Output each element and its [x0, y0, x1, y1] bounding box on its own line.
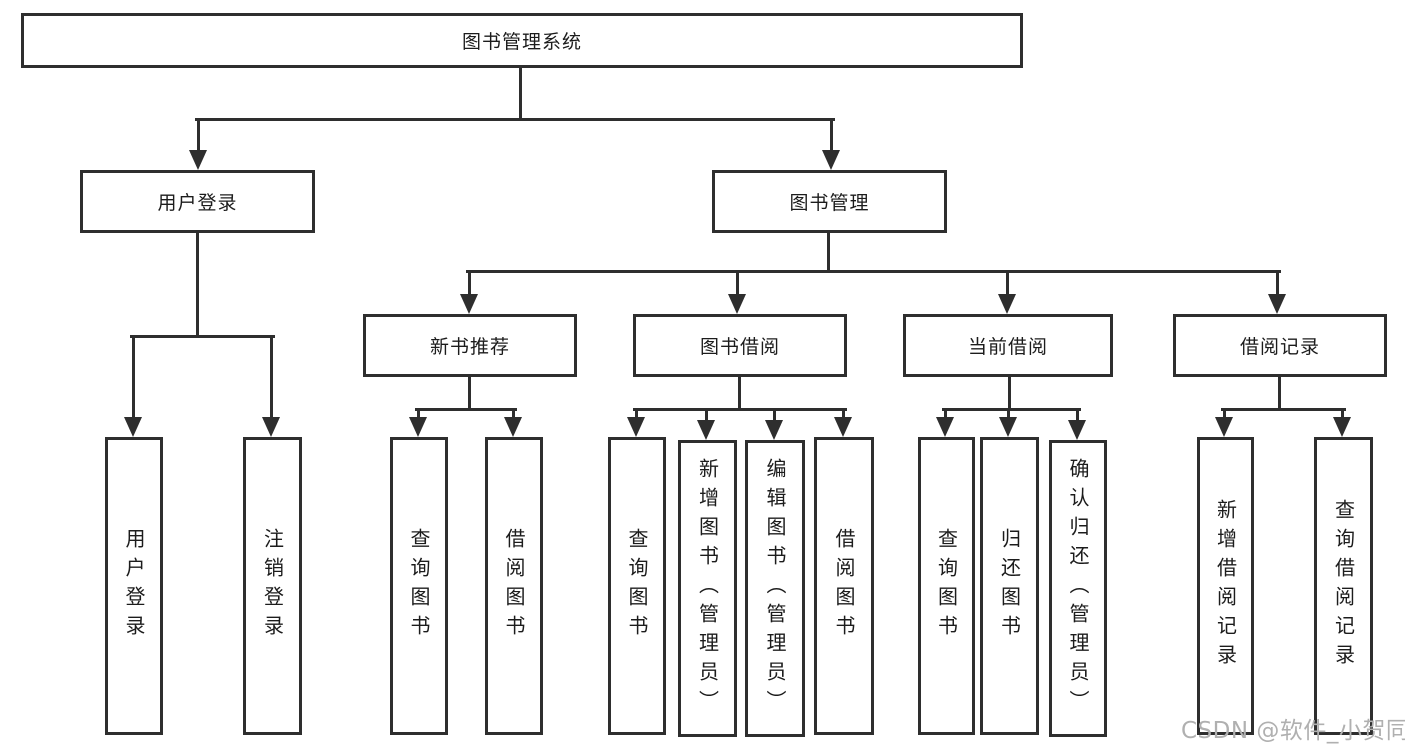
connector-vline	[196, 233, 199, 337]
leaf-query-books-borrowing: 查询图书	[608, 437, 666, 735]
leaf-logout: 注销登录	[243, 437, 302, 735]
leaf-return-books: 归还图书	[980, 437, 1039, 735]
arrow-stem	[1007, 408, 1010, 419]
connector-hline	[195, 118, 835, 121]
node-label: 当前借阅	[967, 336, 1048, 358]
connector-hline	[415, 408, 517, 411]
arrow-stem	[1341, 408, 1344, 419]
arrowhead-down-icon	[262, 417, 280, 437]
node-label: 借阅图书	[502, 528, 526, 644]
leaf-edit-books-admin: 编辑图书（管理员）	[745, 440, 805, 737]
node-label: 图书借阅	[699, 336, 780, 358]
node-label: 查询图书	[934, 528, 959, 644]
arrow-stem	[635, 408, 638, 419]
arrow-stem	[1076, 408, 1079, 422]
leaf-query-borrow-record: 查询借阅记录	[1314, 437, 1373, 735]
arrow-stem	[830, 118, 833, 152]
leaf-borrow-books: 借阅图书	[814, 437, 874, 735]
node-label: 图书管理	[789, 192, 870, 214]
connector-hline	[1221, 408, 1346, 411]
leaf-add-books-admin: 新增图书（管理员）	[678, 440, 737, 737]
leaf-add-borrow-record: 新增借阅记录	[1197, 437, 1254, 735]
arrow-stem	[1223, 408, 1226, 419]
connector-hline	[466, 270, 1281, 273]
leaf-user-login: 用户登录	[105, 437, 163, 735]
arrow-stem	[944, 408, 947, 419]
node-label: 查询图书	[625, 528, 649, 644]
arrowhead-down-icon	[124, 417, 142, 437]
leaf-query-books-current: 查询图书	[918, 437, 975, 735]
arrowhead-down-icon	[409, 417, 427, 437]
arrowhead-down-icon	[1068, 420, 1086, 440]
node-label: 新增借阅记录	[1213, 499, 1238, 673]
arrowhead-down-icon	[1215, 417, 1233, 437]
leaf-borrow-books-recommend: 借阅图书	[485, 437, 543, 735]
arrow-stem	[1006, 270, 1009, 296]
node-new-book-recommend: 新书推荐	[363, 314, 577, 377]
node-label: 编辑图书（管理员）	[763, 458, 787, 719]
arrowhead-down-icon	[728, 294, 746, 314]
arrowhead-down-icon	[936, 417, 954, 437]
node-library-system: 图书管理系统	[21, 13, 1023, 68]
arrowhead-down-icon	[504, 417, 522, 437]
arrowhead-down-icon	[765, 420, 783, 440]
arrow-stem	[417, 408, 420, 419]
node-label: 借阅记录	[1239, 336, 1320, 358]
connector-vline	[1278, 377, 1281, 410]
node-label: 确认归还（管理员）	[1066, 458, 1090, 719]
leaf-query-books-recommend: 查询图书	[390, 437, 448, 735]
node-borrowing-records: 借阅记录	[1173, 314, 1387, 377]
connector-vline	[827, 233, 830, 272]
connector-hline	[130, 335, 275, 338]
node-label: 用户登录	[157, 192, 238, 214]
connector-vline	[519, 68, 522, 120]
arrow-stem	[512, 408, 515, 419]
arrowhead-down-icon	[998, 294, 1016, 314]
arrow-stem	[468, 270, 471, 296]
arrow-stem	[197, 118, 200, 152]
node-label: 查询借阅记录	[1331, 499, 1356, 673]
node-current-borrowing: 当前借阅	[903, 314, 1113, 377]
arrow-stem	[736, 270, 739, 296]
arrowhead-down-icon	[697, 420, 715, 440]
leaf-confirm-return-admin: 确认归还（管理员）	[1049, 440, 1107, 737]
node-label: 图书管理系统	[461, 31, 582, 53]
arrowhead-down-icon	[1333, 417, 1351, 437]
arrow-stem	[773, 408, 776, 422]
arrowhead-down-icon	[1268, 294, 1286, 314]
arrowhead-down-icon	[189, 150, 207, 170]
arrow-stem	[1276, 270, 1279, 296]
node-label: 新书推荐	[429, 336, 510, 358]
arrow-stem	[132, 335, 135, 419]
connector-vline	[468, 377, 471, 410]
node-label: 归还图书	[997, 528, 1022, 644]
connector-hline	[942, 408, 1081, 411]
arrow-stem	[270, 335, 273, 419]
connector-vline	[1008, 377, 1011, 410]
node-user-login-group: 用户登录	[80, 170, 315, 233]
node-label: 查询图书	[407, 528, 431, 644]
arrow-stem	[842, 408, 845, 419]
arrow-stem	[705, 408, 708, 422]
arrowhead-down-icon	[999, 417, 1017, 437]
node-label: 注销登录	[260, 528, 285, 644]
node-label: 用户登录	[122, 528, 146, 644]
connector-vline	[738, 377, 741, 410]
arrowhead-down-icon	[460, 294, 478, 314]
node-book-borrowing: 图书借阅	[633, 314, 847, 377]
watermark: CSDN @软件_小贺同学	[1181, 718, 1405, 744]
connector-hline	[633, 408, 847, 411]
node-label: 借阅图书	[832, 528, 856, 644]
node-book-management: 图书管理	[712, 170, 947, 233]
arrowhead-down-icon	[627, 417, 645, 437]
arrowhead-down-icon	[822, 150, 840, 170]
arrowhead-down-icon	[834, 417, 852, 437]
node-label: 新增图书（管理员）	[695, 458, 720, 719]
